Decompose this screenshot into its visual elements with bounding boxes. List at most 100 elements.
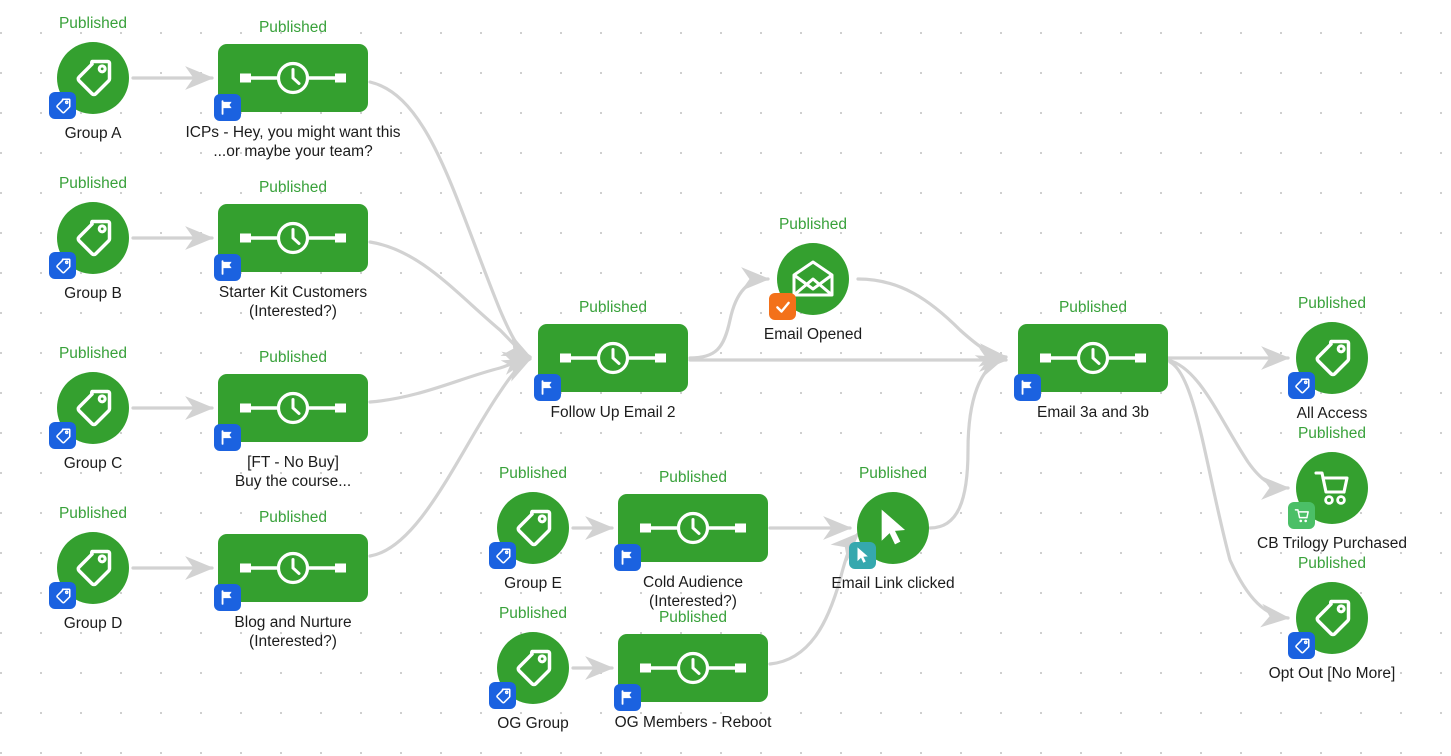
node-caption: Follow Up Email 2: [550, 404, 676, 421]
flag-badge-icon[interactable]: [614, 544, 641, 571]
timer-icon: [1038, 340, 1148, 376]
node-caption: Opt Out [No More]: [1268, 665, 1396, 682]
node-caption: Email 3a and 3b: [1036, 404, 1150, 421]
node-cold-audience[interactable]: Published Cold Audience (Interested?): [614, 470, 768, 610]
edge-emaillink-to-email3a: [928, 355, 1006, 530]
status-badge: Published: [498, 605, 568, 622]
tag-badge-icon[interactable]: [49, 252, 76, 279]
tag-badge-icon[interactable]: [49, 92, 76, 119]
node-shape-rect[interactable]: [538, 324, 688, 392]
node-ft-no-buy[interactable]: Published [FT - No Buy] Buy the course..…: [214, 350, 368, 490]
timer-icon: [638, 510, 748, 546]
tag-icon: [71, 386, 115, 430]
node-caption: OG Group: [497, 715, 569, 732]
flag-badge-icon[interactable]: [214, 584, 241, 611]
tag-badge-icon[interactable]: [489, 542, 516, 569]
node-shape-rect[interactable]: [1018, 324, 1168, 392]
node-opt-out[interactable]: Published Opt Out [No More]: [1269, 556, 1396, 682]
tag-icon: [1310, 596, 1354, 640]
node-caption: Email Link clicked: [831, 575, 955, 592]
node-group-d[interactable]: Published Group D: [49, 506, 129, 632]
node-icps[interactable]: Published ICPs - Hey, you might want thi…: [185, 20, 400, 160]
timer-icon: [238, 220, 348, 256]
flag-badge-icon[interactable]: [534, 374, 561, 401]
cart-icon: [1310, 467, 1354, 509]
node-email-opened[interactable]: Published Email Opened: [764, 217, 862, 343]
node-cb-trilogy-purchased[interactable]: Published CB Trilogy Purchased: [1257, 426, 1407, 552]
status-badge: Published: [658, 609, 728, 626]
node-starter-kit[interactable]: Published Starter Kit Customers (Interes…: [214, 180, 368, 320]
node-caption: All Access: [1296, 405, 1368, 422]
cart-badge-icon[interactable]: [1288, 502, 1315, 529]
timer-icon: [238, 390, 348, 426]
tag-badge-icon[interactable]: [1288, 632, 1315, 659]
flag-badge-icon[interactable]: [1014, 374, 1041, 401]
status-badge: Published: [258, 509, 328, 526]
timer-icon: [238, 550, 348, 586]
node-group-a[interactable]: Published Group A: [49, 16, 129, 142]
node-caption: Group B: [64, 285, 122, 302]
node-caption: Starter Kit Customers (Interested?): [218, 284, 368, 320]
edge-email3a-to-cbtrilogy: [1166, 358, 1290, 500]
node-caption: Group A: [64, 125, 122, 142]
status-badge: Published: [778, 216, 848, 233]
flag-badge-icon[interactable]: [214, 424, 241, 451]
flag-badge-icon[interactable]: [214, 94, 241, 121]
node-og-group[interactable]: Published OG Group: [489, 606, 569, 732]
tag-badge-icon[interactable]: [1288, 372, 1315, 399]
status-badge: Published: [58, 175, 128, 192]
status-badge: Published: [498, 465, 568, 482]
tag-badge-icon[interactable]: [49, 422, 76, 449]
tag-icon: [1310, 336, 1354, 380]
node-caption: CB Trilogy Purchased: [1257, 535, 1407, 552]
tag-badge-icon[interactable]: [489, 682, 516, 709]
tag-icon: [71, 56, 115, 100]
edge-ogmembers-to-emaillink: [768, 532, 860, 666]
node-caption: Cold Audience (Interested?): [643, 574, 743, 610]
node-og-members-reboot[interactable]: Published OG Members - Reboot: [614, 610, 771, 731]
tag-icon: [71, 546, 115, 590]
node-caption: Group C: [63, 455, 123, 472]
node-group-c[interactable]: Published Group C: [49, 346, 129, 472]
node-shape-circle[interactable]: [497, 632, 569, 704]
status-badge: Published: [58, 15, 128, 32]
node-caption: ICPs - Hey, you might want this ...or ma…: [185, 124, 401, 160]
edge-emailopened-to-email3a: [856, 277, 1008, 367]
node-group-e[interactable]: Published Group E: [489, 466, 569, 592]
node-caption: [FT - No Buy] Buy the course...: [234, 454, 352, 490]
node-caption: Group E: [504, 575, 562, 592]
timer-icon: [638, 650, 748, 686]
tag-icon: [511, 506, 555, 550]
status-badge: Published: [858, 465, 928, 482]
node-follow-up-email-2[interactable]: Published Follow Up Email 2: [534, 300, 688, 421]
cursor-icon: [876, 506, 910, 550]
node-blog-nurture[interactable]: Published Blog and Nurture (Interested?): [214, 510, 368, 650]
check-badge-icon[interactable]: [769, 293, 796, 320]
tag-icon: [511, 646, 555, 690]
node-email-link-clicked[interactable]: Published Email Link clicked: [831, 466, 954, 592]
node-caption: Group D: [63, 615, 123, 632]
status-badge: Published: [1058, 299, 1128, 316]
node-shape-rect[interactable]: [218, 44, 368, 112]
status-badge: Published: [58, 345, 128, 362]
cursor-badge-icon[interactable]: [849, 542, 876, 569]
node-shape-rect[interactable]: [218, 534, 368, 602]
status-badge: Published: [258, 349, 328, 366]
envelope-open-icon: [790, 259, 836, 299]
tag-badge-icon[interactable]: [49, 582, 76, 609]
status-badge: Published: [1297, 425, 1367, 442]
node-shape-rect[interactable]: [618, 634, 768, 702]
edge-ftnobuy-to-followup: [368, 351, 532, 404]
node-group-b[interactable]: Published Group B: [49, 176, 129, 302]
node-shape-rect[interactable]: [618, 494, 768, 562]
flag-badge-icon[interactable]: [214, 254, 241, 281]
node-all-access[interactable]: Published All Access: [1288, 296, 1368, 422]
node-shape-rect[interactable]: [218, 374, 368, 442]
node-shape-rect[interactable]: [218, 204, 368, 272]
node-email-3a-3b[interactable]: Published Email 3a and 3b: [1014, 300, 1168, 421]
node-caption: Email Opened: [763, 326, 863, 343]
flag-badge-icon[interactable]: [614, 684, 641, 711]
timer-icon: [238, 60, 348, 96]
status-badge: Published: [1297, 295, 1367, 312]
